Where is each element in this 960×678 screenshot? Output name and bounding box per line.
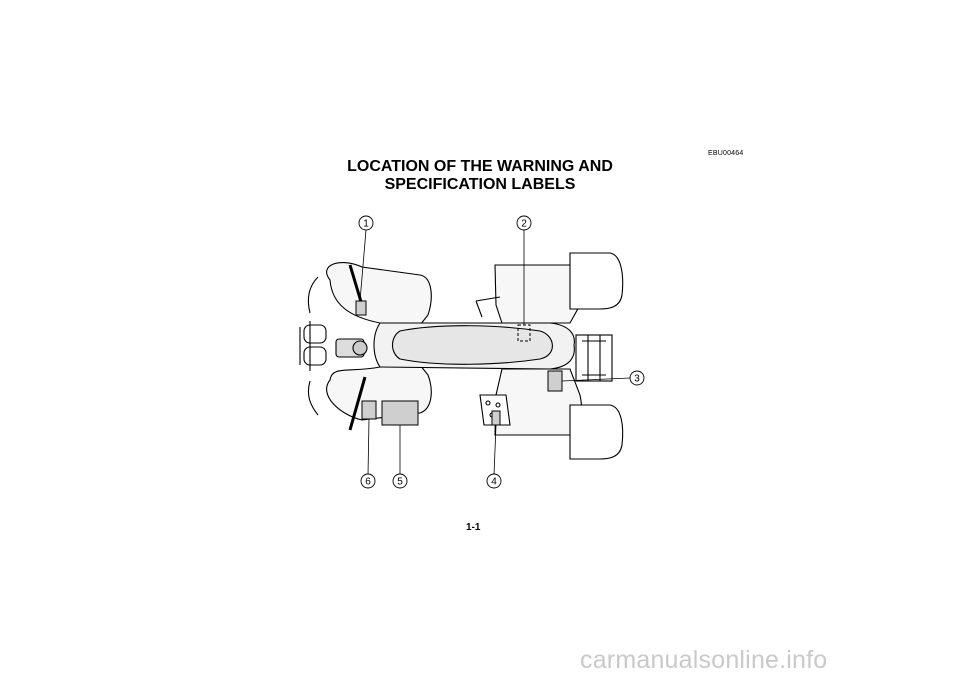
footrest-right (479, 394, 511, 426)
rear-wheel-top (569, 252, 624, 310)
front-wheel-top (307, 276, 319, 314)
page-title: LOCATION OF THE WARNING AND SPECIFICATIO… (300, 158, 660, 194)
callout-1-number: 1 (363, 219, 369, 230)
headlight-lower (303, 346, 327, 366)
label-6 (361, 400, 377, 420)
callout-6 (360, 473, 376, 489)
page-title-line-2: SPECIFICATION LABELS (384, 176, 576, 193)
seat-outline (391, 325, 553, 365)
callout-3 (629, 370, 645, 386)
headlight-upper (303, 324, 327, 344)
callout-2 (516, 215, 532, 231)
atv-top-view-illustration: 1 2 3 4 5 6 (299, 215, 645, 489)
label-5 (381, 400, 419, 426)
page-title-line-1: LOCATION OF THE WARNING AND (347, 158, 613, 175)
callout-5-number: 5 (397, 477, 403, 488)
label-4 (491, 410, 501, 426)
label-3 (547, 370, 563, 392)
document-code: EBU00464 (708, 150, 744, 157)
front-wheel-bottom (307, 380, 319, 416)
callout-1 (358, 215, 374, 231)
watermark: carmanualsonline.info (580, 646, 828, 674)
page-number: 1-1 (466, 522, 481, 533)
atv-label-diagram: 1 2 3 4 5 6 (270, 205, 670, 495)
callout-5 (392, 473, 408, 489)
label-1 (355, 300, 367, 316)
callout-3-number: 3 (634, 374, 640, 385)
rear-fender (494, 264, 583, 324)
callout-4-number: 4 (491, 477, 497, 488)
rear-wheel-bottom (569, 404, 624, 460)
callout-4 (486, 473, 502, 489)
rear-rack (575, 334, 613, 382)
front-fender (326, 262, 432, 326)
callout-6-number: 6 (365, 477, 371, 488)
callout-2-number: 2 (521, 219, 527, 230)
